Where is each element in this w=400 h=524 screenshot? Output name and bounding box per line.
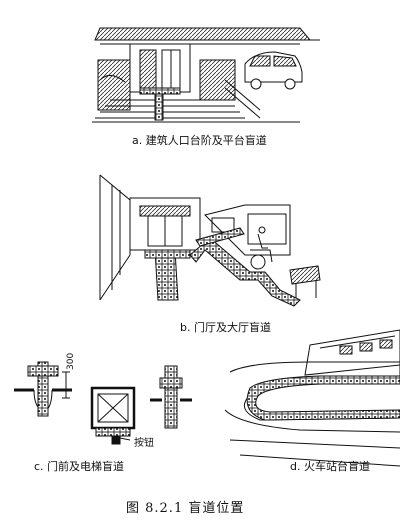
panel-a-caption: a. 建筑人口台阶及平台盲道 xyxy=(132,134,267,147)
panel-d-railway-platform xyxy=(224,329,400,467)
dimension-label: 300 xyxy=(66,352,76,370)
panel-a-building-entrance xyxy=(92,27,320,123)
panel-d-caption: d. 火车站台盲道 xyxy=(290,460,370,473)
figure-caption: 图 8.2.1 盲道位置 xyxy=(126,501,245,516)
panel-c-door-elevator xyxy=(14,361,192,445)
panel-b-lobby xyxy=(99,174,321,307)
button-label: 按钮 xyxy=(134,438,154,449)
panel-c-caption: c. 门前及电梯盲道 xyxy=(34,460,125,473)
panel-b-caption: b. 门厅及大厅盲道 xyxy=(180,321,271,334)
